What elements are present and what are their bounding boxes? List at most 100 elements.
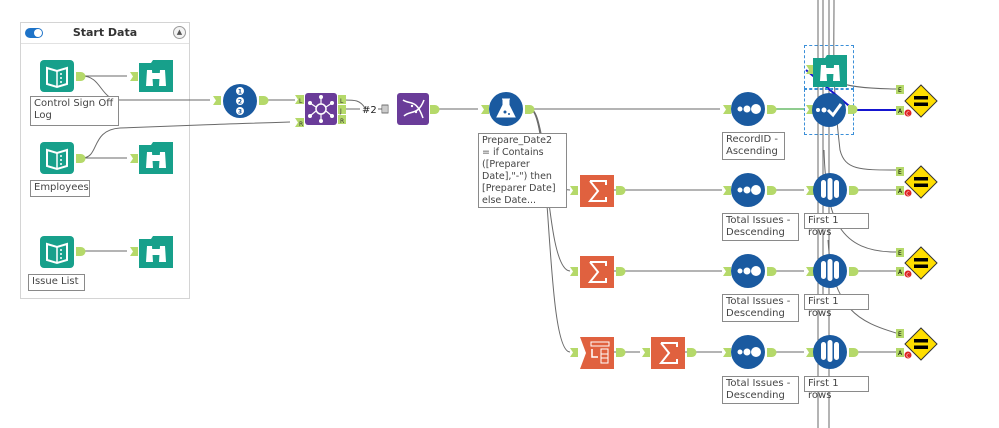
input-anchor[interactable]: [642, 348, 650, 357]
input-anchor[interactable]: [130, 247, 138, 256]
sample-tool-2[interactable]: [813, 254, 847, 288]
svg-text:J: J: [339, 108, 342, 115]
output-anchor[interactable]: [849, 267, 859, 276]
input-anchor[interactable]: [723, 105, 731, 114]
svg-text:E: E: [898, 87, 902, 94]
input-anchor[interactable]: [570, 267, 578, 276]
sort-tool-2[interactable]: [731, 254, 765, 288]
join-anchor-r[interactable]: R: [295, 118, 304, 128]
record-id-tool[interactable]: 1 2 3: [223, 84, 257, 118]
input-anchor[interactable]: [130, 154, 138, 163]
output-anchor[interactable]: [616, 186, 626, 195]
input-anchor[interactable]: [806, 267, 814, 276]
input-data-tool-employees[interactable]: [39, 141, 75, 175]
connection: [81, 75, 210, 101]
tool-annotation-formula[interactable]: Prepare_Date2 = if Contains ([Preparer D…: [478, 133, 567, 208]
browse-tool-3[interactable]: [139, 236, 173, 268]
output-anchor[interactable]: [767, 267, 777, 276]
tool-annotation-sort-recordid[interactable]: RecordID - Ascending: [722, 132, 785, 160]
svg-text:C: C: [906, 354, 910, 360]
container-title: Start Data: [72, 26, 138, 39]
browse-tool-2[interactable]: [139, 142, 173, 174]
tool-annotation-sample-2[interactable]: First 1 rows: [804, 294, 869, 319]
output-anchor[interactable]: [848, 105, 858, 114]
input-data-tool-issue-list[interactable]: [39, 235, 75, 269]
tool-annotation-control-log[interactable]: Control Sign Off Log: [30, 96, 119, 126]
expect-equal-group-3: E A C: [896, 246, 938, 280]
output-anchor[interactable]: [849, 186, 859, 195]
sort-tool-recordid[interactable]: [731, 92, 765, 126]
svg-text:E: E: [898, 169, 902, 176]
tool-annotation-sort-2[interactable]: Total Issues - Descending: [722, 294, 799, 322]
sort-tool-1[interactable]: [731, 173, 765, 207]
connection: [343, 99, 366, 109]
summarize-tool-3[interactable]: [650, 336, 686, 370]
sample-tool-1[interactable]: [813, 173, 847, 207]
svg-text:A: A: [898, 188, 903, 195]
formula-tool[interactable]: [489, 92, 523, 126]
svg-text:R: R: [299, 121, 303, 128]
svg-text:E: E: [898, 250, 902, 257]
sort-tool-3[interactable]: [731, 335, 765, 369]
svg-text:C: C: [906, 192, 910, 198]
test-tool-selected[interactable]: [812, 93, 846, 127]
connection-label: #2: [362, 105, 377, 116]
expect-equal-group-4: E A C: [896, 327, 938, 361]
svg-text:A: A: [898, 108, 903, 115]
svg-text:A: A: [898, 269, 903, 276]
svg-text:A: A: [898, 350, 903, 357]
output-anchor[interactable]: [76, 247, 86, 256]
input-data-tool-control-log[interactable]: [39, 59, 75, 93]
wireless-anchor-icon[interactable]: [381, 104, 389, 114]
tool-annotation-employees[interactable]: Employees: [30, 180, 90, 197]
join-anchor-out-l[interactable]: L: [338, 95, 346, 105]
input-anchor[interactable]: [723, 186, 731, 195]
output-anchor[interactable]: [849, 348, 859, 357]
join-tool[interactable]: [305, 93, 337, 125]
output-anchor[interactable]: [767, 186, 777, 195]
input-anchor[interactable]: [806, 348, 814, 357]
tool-annotation-sample-1[interactable]: First 1 rows: [804, 213, 869, 238]
output-anchor[interactable]: [525, 105, 535, 114]
summarize-tool-2[interactable]: [579, 255, 615, 289]
input-anchor[interactable]: [806, 186, 814, 195]
input-anchor[interactable]: [723, 348, 731, 357]
input-anchor[interactable]: [481, 105, 489, 114]
output-anchor[interactable]: [767, 348, 777, 357]
summarize-tool-1[interactable]: [579, 174, 615, 208]
sample-tool-3[interactable]: [813, 335, 847, 369]
join-anchor-out-j[interactable]: J: [338, 105, 346, 115]
join-anchor-l[interactable]: L: [295, 95, 304, 105]
input-anchor[interactable]: [570, 186, 578, 195]
output-anchor[interactable]: [687, 348, 697, 357]
expect-equal-group-2: E A C: [896, 165, 938, 199]
input-anchor[interactable]: [130, 72, 138, 81]
collapse-up-icon[interactable]: ▲: [173, 26, 186, 39]
join-anchor-out-r[interactable]: R: [338, 115, 346, 125]
cross-tab-tool[interactable]: [580, 337, 614, 369]
tool-annotation-sort-3[interactable]: Total Issues - Descending: [722, 376, 799, 404]
input-anchor[interactable]: [723, 267, 731, 276]
output-anchor[interactable]: [76, 72, 86, 81]
output-anchor[interactable]: [76, 154, 86, 163]
output-anchor[interactable]: [259, 96, 269, 105]
dna-tool[interactable]: [397, 93, 429, 125]
tool-annotation-issue-list[interactable]: Issue List: [28, 274, 85, 291]
browse-tool-1[interactable]: [139, 60, 173, 92]
browse-tool-selected[interactable]: [813, 55, 847, 87]
tool-annotation-sort-1[interactable]: Total Issues - Descending: [722, 213, 799, 241]
output-anchor[interactable]: [616, 267, 626, 276]
expect-equal-group-1: E A C: [896, 84, 938, 118]
input-anchor[interactable]: [570, 348, 578, 357]
output-anchor[interactable]: [767, 105, 777, 114]
svg-text:C: C: [906, 112, 910, 118]
tool-annotation-sample-3[interactable]: First 1 rows: [804, 376, 869, 401]
input-anchor[interactable]: [806, 65, 814, 74]
output-anchor[interactable]: [616, 348, 626, 357]
svg-text:L: L: [299, 98, 303, 105]
output-anchor[interactable]: [430, 105, 440, 114]
input-anchor[interactable]: [213, 96, 221, 105]
container-toggle[interactable]: [25, 28, 43, 38]
